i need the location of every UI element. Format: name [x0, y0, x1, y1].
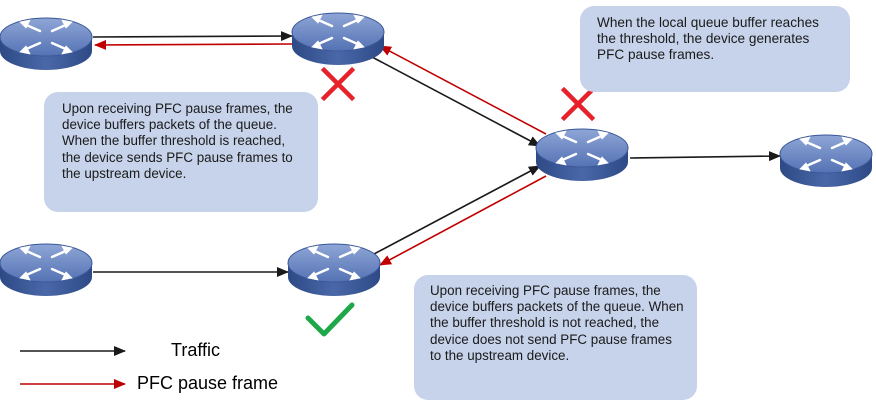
router-center-icon: [534, 127, 630, 183]
router-top-left-icon: [0, 16, 94, 72]
callout-upstream-full: Upon receiving PFC pause frames, the dev…: [44, 92, 318, 212]
legend-pause-label: PFC pause frame: [137, 373, 279, 393]
traffic-arrow-r6-r3: [373, 165, 541, 255]
cross-icon-center: [560, 86, 596, 122]
router-right-icon: [778, 133, 874, 189]
cross-icon-top-middle: [320, 66, 356, 102]
router-bottom-middle-icon: [286, 242, 382, 298]
pause-arrow-r3-r2: [379, 45, 547, 135]
check-icon: [305, 302, 355, 337]
legend-traffic-label: Traffic: [171, 340, 221, 360]
pause-arrow-r2-r1: [94, 39, 293, 50]
router-top-middle-icon: [290, 11, 386, 67]
pause-arrow-r3-r6: [379, 175, 547, 266]
callout-upstream-ok: Upon receiving PFC pause frames, the dev…: [414, 275, 697, 400]
traffic-arrow-r3-r4: [629, 151, 781, 162]
traffic-arrow-r2-r3: [371, 56, 541, 147]
router-bottom-left-icon: [0, 242, 94, 298]
callout-threshold-reached: When the local queue buffer reaches the …: [580, 6, 850, 92]
traffic-arrow-r1-r2: [92, 31, 293, 42]
